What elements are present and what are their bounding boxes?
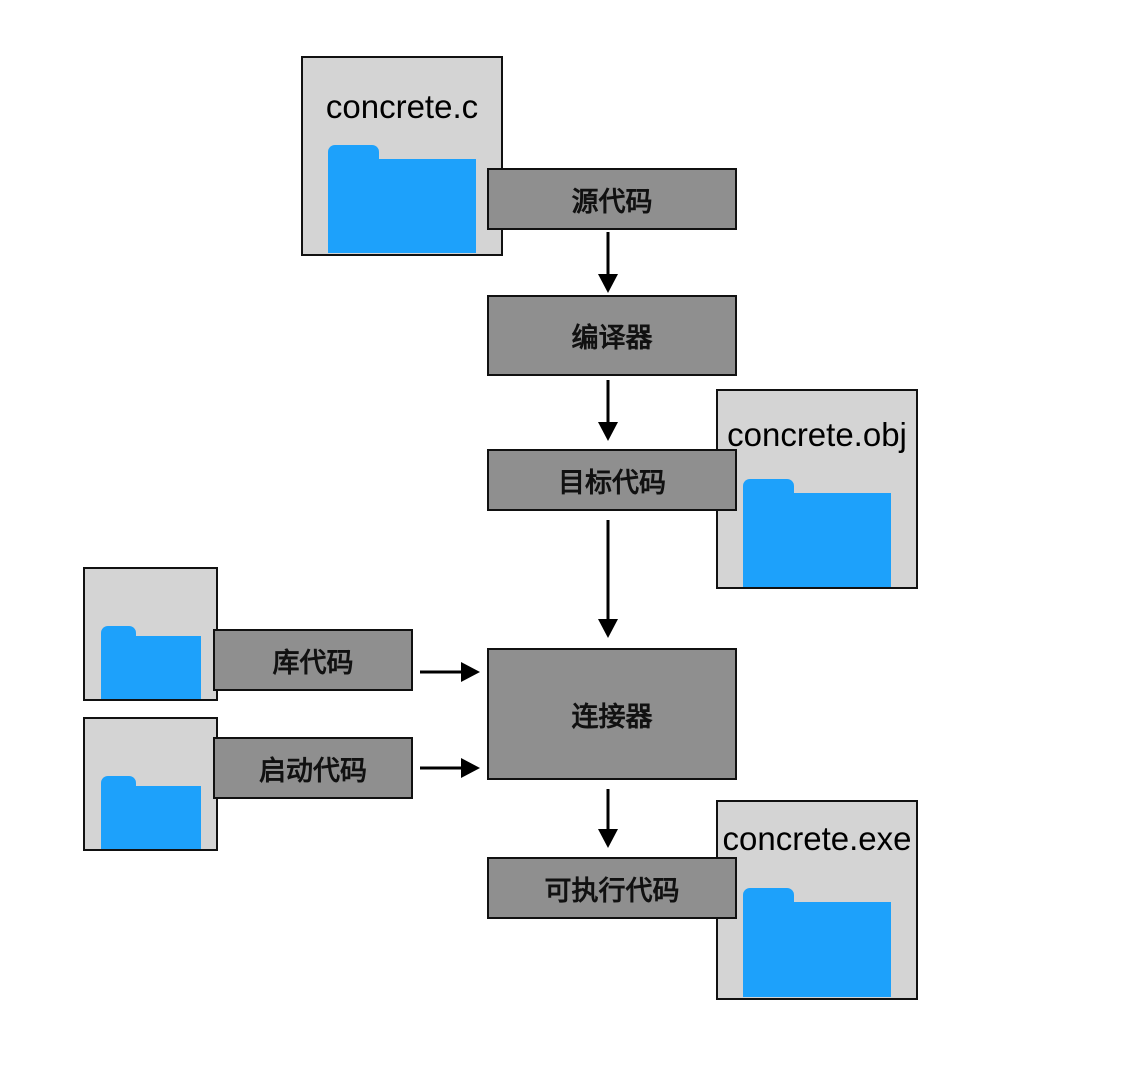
folder-icon [101,626,201,699]
startup-file [83,717,218,851]
arrow-startup-to-linker [420,758,480,778]
object-file: concrete.obj [716,389,918,589]
startup-code-label: 启动代码 [213,737,413,799]
arrow-compiler-to-object [598,380,618,441]
library-code-label: 库代码 [213,629,413,691]
object-code-text: 目标代码 [558,467,666,499]
folder-icon [743,479,891,587]
library-file [83,567,218,701]
arrow-object-to-linker [598,520,618,638]
source-file: concrete.c [301,56,503,256]
object-file-name: concrete.obj [727,416,907,453]
folder-icon [328,145,476,253]
library-code-text: 库代码 [272,647,354,679]
compiler-text: 编译器 [571,323,653,354]
source-file-name: concrete.c [325,88,479,125]
arrow-source-to-compiler [598,232,618,293]
arrow-linker-to-executable [598,789,618,848]
executable-code-text: 可执行代码 [544,875,680,907]
linker-text: 连接器 [571,701,653,733]
folder-icon [101,776,201,849]
source-code-text: 源代码 [571,186,653,218]
source-code-label: 源代码 [487,168,737,230]
compiler-box: 编译器 [487,295,737,376]
folder-icon [743,888,891,997]
startup-code-text: 启动代码 [259,755,367,787]
arrow-library-to-linker [420,662,480,682]
linker-box: 连接器 [487,648,737,780]
object-code-label: 目标代码 [487,449,737,511]
executable-file: concrete.exe [716,800,918,1000]
executable-code-label: 可执行代码 [487,857,737,919]
executable-file-name: concrete.exe [722,820,912,857]
